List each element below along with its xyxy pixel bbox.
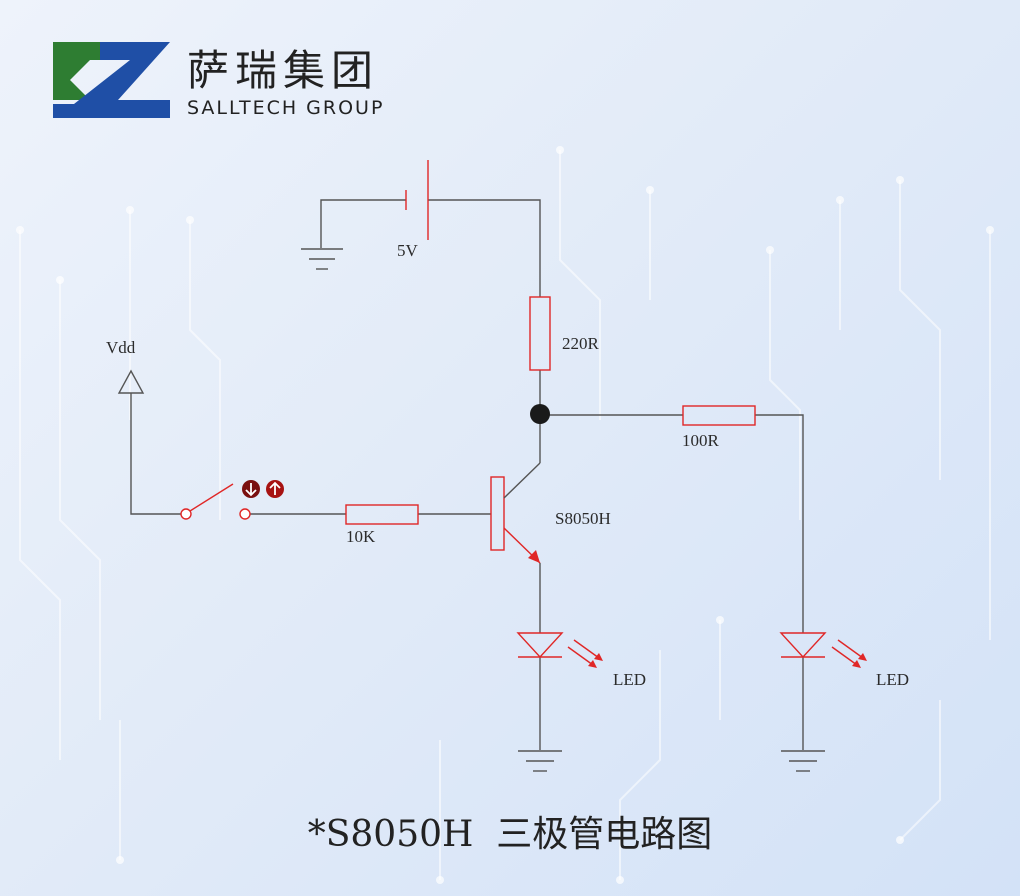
circuit-wires bbox=[130, 199, 804, 750]
switch-up-icon bbox=[266, 480, 284, 498]
led-1-symbol bbox=[516, 632, 603, 668]
company-logo bbox=[53, 42, 170, 118]
transistor-label: S8050H bbox=[555, 509, 611, 528]
resistor-220r-label: 220R bbox=[562, 334, 600, 353]
resistor-100r bbox=[682, 405, 756, 426]
junction-node bbox=[530, 404, 550, 424]
led-2-label: LED bbox=[876, 670, 909, 689]
battery-symbol bbox=[405, 160, 429, 240]
led-2-symbol bbox=[779, 632, 867, 668]
diagram-caption: *S8050H 三极管电路图 bbox=[308, 814, 713, 855]
background-dots bbox=[16, 146, 994, 884]
led-1-label: LED bbox=[613, 670, 646, 689]
vdd-label: Vdd bbox=[106, 338, 136, 357]
ground-symbol-led1 bbox=[518, 750, 562, 772]
resistor-100r-label: 100R bbox=[682, 431, 720, 450]
logo-blue-shape bbox=[53, 42, 170, 118]
ground-symbol-led2 bbox=[781, 750, 825, 772]
brand-name-cn: 萨瑞集团 bbox=[187, 46, 379, 95]
brand-name-en: SALLTECH GROUP bbox=[187, 97, 384, 119]
transistor-s8050h bbox=[490, 462, 541, 564]
ground-symbol-top bbox=[301, 248, 343, 270]
switch-down-icon bbox=[242, 480, 260, 498]
vdd-symbol bbox=[117, 369, 145, 394]
resistor-10k bbox=[345, 504, 419, 525]
resistor-220r bbox=[529, 296, 551, 371]
background-traces bbox=[19, 150, 991, 880]
resistor-10k-label: 10K bbox=[346, 527, 376, 546]
switch-symbol bbox=[180, 483, 251, 520]
battery-label: 5V bbox=[397, 241, 419, 260]
